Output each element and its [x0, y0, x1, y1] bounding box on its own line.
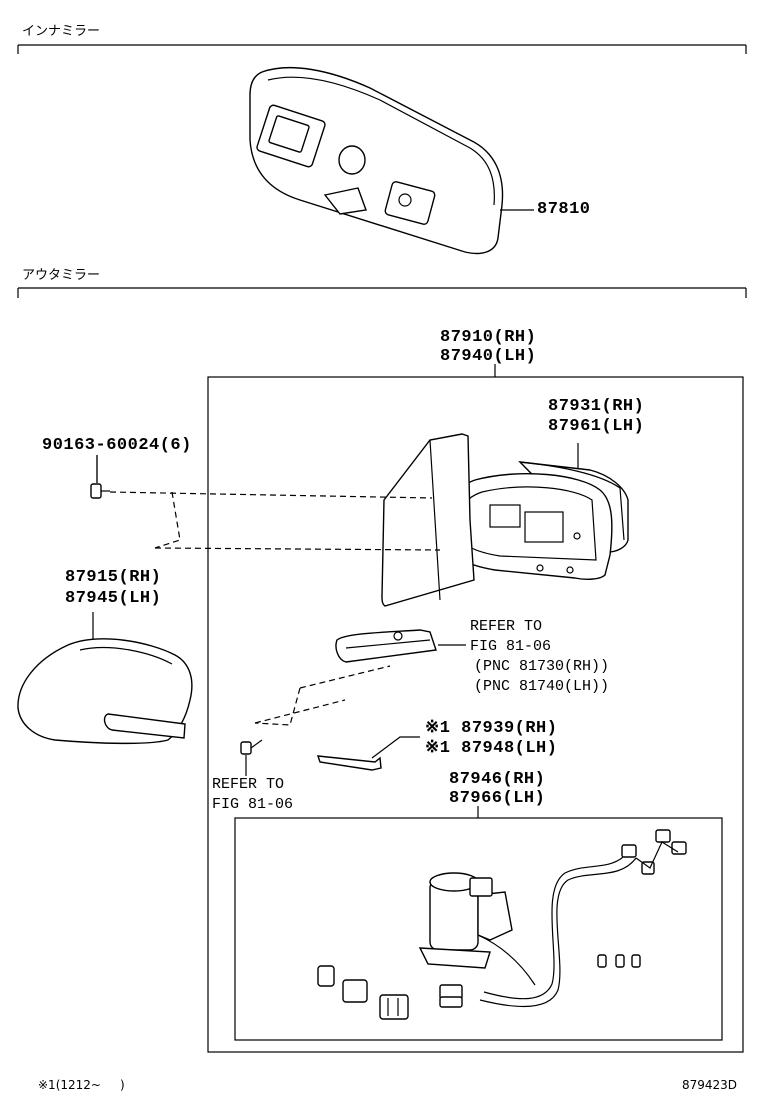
connector-parts-illustration — [317, 965, 409, 1020]
part-number-87939-rh[interactable]: ※1 87939(RH) — [425, 719, 558, 738]
screw-leader-lines — [109, 491, 441, 551]
part-number-87940-lh[interactable]: 87940(LH) — [440, 347, 537, 366]
turn-signal-leader-lines — [254, 665, 391, 726]
mirror-base-illustration — [381, 433, 475, 607]
part-number-90163-60024[interactable]: 90163-60024(6) — [42, 436, 192, 455]
screw-small-illustration — [240, 739, 263, 776]
diagram-id: 879423D — [682, 1078, 738, 1092]
turn-signal-illustration — [335, 629, 466, 663]
outer-mirror-section-rule — [17, 287, 747, 298]
mirror-motor-illustration — [418, 872, 536, 986]
pnc-81740-lh: (PNC 81740(LH)) — [474, 678, 610, 695]
part-number-87810[interactable]: 87810 — [537, 200, 591, 219]
mirror-cover-illustration — [17, 612, 193, 745]
part-number-87966-lh[interactable]: 87966(LH) — [449, 789, 546, 808]
motor-screws-illustration — [597, 954, 641, 968]
wire-harness-illustration — [439, 829, 687, 1008]
part-number-87910-rh[interactable]: 87910(RH) — [440, 328, 537, 347]
inner-mirror-illustration — [249, 66, 534, 255]
refer-to-fig-link-2[interactable]: FIG 81-06 — [212, 796, 294, 813]
refer-to-label-2: REFER TO — [212, 776, 285, 793]
refer-to-fig-link-1[interactable]: FIG 81-06 — [470, 638, 552, 655]
part-87939-illustration — [316, 736, 420, 771]
refer-to-label-1: REFER TO — [470, 618, 543, 635]
part-number-87915-rh[interactable]: 87915(RH) — [65, 568, 162, 587]
screw-90163-illustration — [90, 455, 110, 499]
part-number-87948-lh[interactable]: ※1 87948(LH) — [425, 739, 558, 758]
section-title-outer-mirror: アウタミラー — [22, 268, 101, 283]
inner-mirror-section-rule — [17, 44, 747, 54]
pnc-81730-rh: (PNC 81730(RH)) — [474, 658, 610, 675]
part-number-87945-lh[interactable]: 87945(LH) — [65, 589, 162, 608]
footnote-applicability: ※1(1212~ ) — [38, 1078, 125, 1092]
outer-mirror-assembly-box — [207, 376, 744, 1053]
section-title-inner-mirror: インナミラー — [22, 24, 101, 39]
part-number-87946-rh[interactable]: 87946(RH) — [449, 770, 546, 789]
part-number-87961-lh[interactable]: 87961(LH) — [548, 417, 645, 436]
part-number-87931-rh[interactable]: 87931(RH) — [548, 397, 645, 416]
